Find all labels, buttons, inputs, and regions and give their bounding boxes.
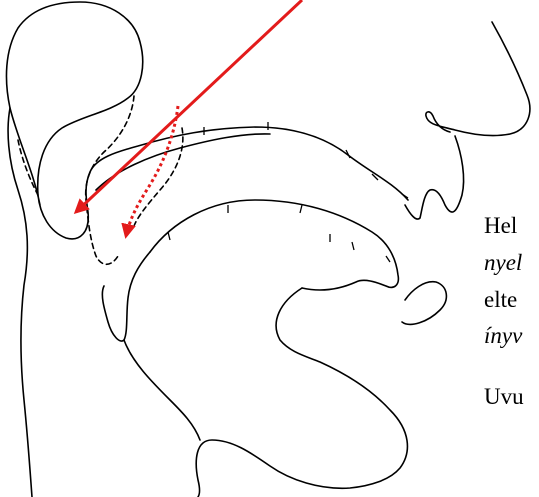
nose-outline bbox=[426, 22, 530, 136]
upper-lip-outline bbox=[405, 136, 464, 219]
caption-line-3: elte bbox=[484, 288, 517, 311]
caption-line-1: Hel bbox=[484, 214, 517, 237]
dashed-palate-outline bbox=[134, 128, 183, 226]
tongue-outline bbox=[150, 200, 398, 290]
caption-line-2: nyel bbox=[484, 251, 522, 274]
airflow-arrow bbox=[76, 0, 302, 212]
tongue-root-outline bbox=[102, 252, 150, 341]
jaw-outline bbox=[196, 288, 407, 497]
lower-lip-outline bbox=[402, 282, 446, 325]
throat-outline bbox=[124, 340, 200, 440]
caption-line-4: ínyv bbox=[484, 324, 522, 347]
palate-ticks bbox=[168, 122, 408, 262]
caption-line-5: Uvu bbox=[484, 385, 524, 408]
soft-palate-outline bbox=[6, 2, 408, 239]
